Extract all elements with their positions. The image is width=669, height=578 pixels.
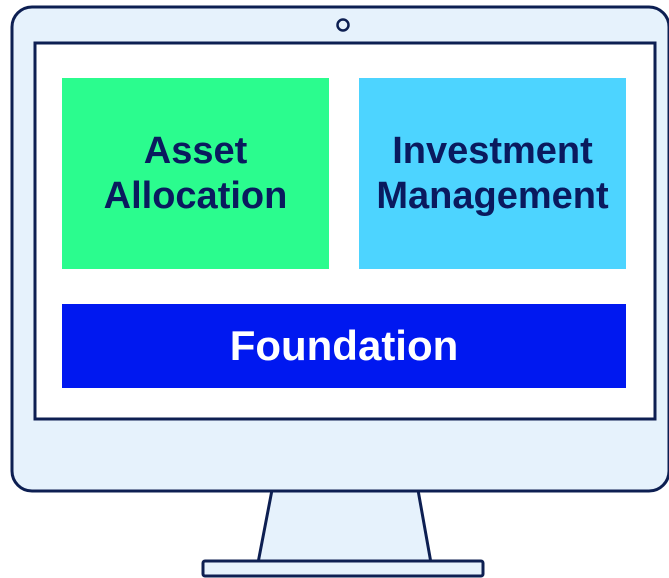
asset-allocation-tile: Asset Allocation: [62, 78, 329, 269]
asset-allocation-label: Asset Allocation: [104, 129, 288, 219]
asset-allocation-line2: Allocation: [103, 174, 288, 217]
foundation-tile: Foundation: [62, 304, 626, 388]
asset-allocation-line1: Asset: [143, 129, 248, 172]
camera-icon: [336, 18, 350, 32]
investment-management-label: Investment Management: [376, 129, 608, 219]
investment-management-line1: Investment: [392, 129, 593, 172]
investment-management-line2: Management: [376, 174, 609, 217]
monitor-stand-base: [201, 559, 485, 578]
investment-management-tile: Investment Management: [359, 78, 626, 269]
monitor-stand-neck: [256, 488, 433, 565]
foundation-label: Foundation: [229, 322, 459, 370]
